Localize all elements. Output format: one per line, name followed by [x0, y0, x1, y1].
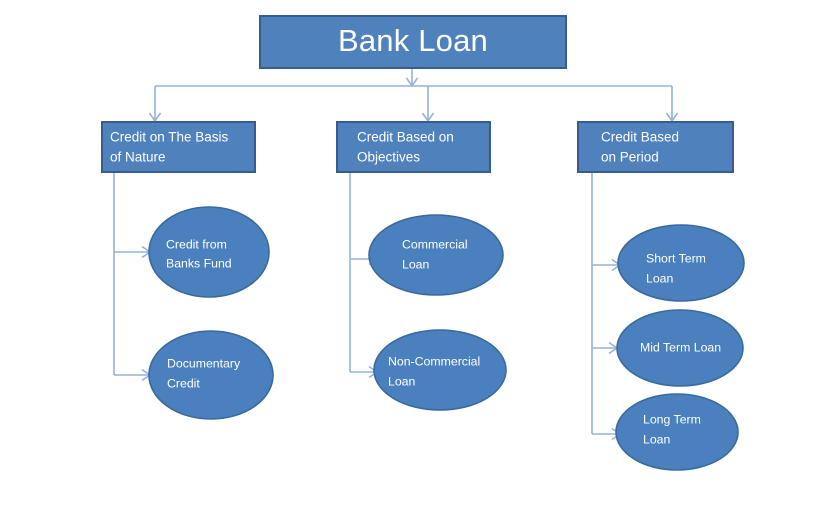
node-nature-label-line1: Credit on The Basis	[110, 130, 229, 145]
connector-group-nature	[113, 172, 152, 382]
node-non-commercial-loan[interactable]: Non-Commercial Loan	[373, 329, 507, 411]
node-commercial-loan[interactable]: Commercial Loan	[368, 214, 504, 296]
node-non-commercial-loan-label-line2: Loan	[388, 374, 416, 388]
node-commercial-loan-shape[interactable]	[368, 214, 504, 296]
node-mid-term-loan-label-line1: Mid Term Loan	[640, 340, 721, 354]
node-credit-on-the-basis-of-nature[interactable]: Credit on The Basis of Nature	[101, 121, 256, 173]
node-documentary-credit[interactable]: Documentary Credit	[148, 330, 274, 420]
node-long-term-loan-label-line2: Loan	[643, 432, 671, 446]
node-documentary-credit-shape[interactable]	[148, 330, 274, 420]
node-mid-term-loan-shape[interactable]	[616, 309, 744, 387]
node-banks-fund-shape[interactable]	[148, 206, 270, 298]
node-short-term-loan-label-line1: Short Term	[646, 251, 706, 265]
node-period-shape[interactable]	[577, 121, 734, 173]
node-period-label-line1: Credit Based	[601, 130, 679, 145]
node-objectives-label-line2: Objectives	[357, 150, 420, 165]
connector-group-root	[148, 68, 679, 123]
node-long-term-loan-label-line1: Long Term	[643, 412, 701, 426]
node-credit-from-banks-fund[interactable]: Credit from Banks Fund	[148, 206, 270, 298]
node-mid-term-loan[interactable]: Mid Term Loan	[616, 309, 744, 387]
node-banks-fund-label-line2: Banks Fund	[166, 256, 232, 270]
node-long-term-loan[interactable]: Long Term Loan	[615, 393, 739, 471]
node-short-term-loan-label-line2: Loan	[646, 271, 674, 285]
node-credit-based-on-objectives[interactable]: Credit Based on Objectives	[336, 121, 491, 173]
node-bank-loan[interactable]: Bank Loan	[259, 15, 567, 69]
node-bank-loan-label: Bank Loan	[338, 23, 488, 58]
node-commercial-loan-label-line2: Loan	[402, 257, 430, 271]
connector-group-period	[591, 172, 622, 441]
node-non-commercial-loan-shape[interactable]	[373, 329, 507, 411]
node-commercial-loan-label-line1: Commercial	[402, 237, 468, 251]
node-banks-fund-label-line1: Credit from	[166, 237, 227, 251]
node-objectives-shape[interactable]	[336, 121, 491, 173]
node-objectives-label-line1: Credit Based on	[357, 130, 454, 145]
node-short-term-loan[interactable]: Short Term Loan	[617, 224, 745, 302]
node-nature-label-line2: of Nature	[110, 150, 166, 165]
node-short-term-loan-shape[interactable]	[617, 224, 745, 302]
node-documentary-credit-label-line2: Credit	[167, 376, 200, 390]
node-bank-loan-shape[interactable]	[259, 15, 567, 69]
node-period-label-line2: on Period	[601, 150, 659, 165]
node-nature-shape[interactable]	[101, 121, 256, 173]
node-credit-based-on-period[interactable]: Credit Based on Period	[577, 121, 734, 173]
node-long-term-loan-shape[interactable]	[615, 393, 739, 471]
node-non-commercial-loan-label-line1: Non-Commercial	[388, 354, 480, 368]
node-documentary-credit-label-line1: Documentary	[167, 356, 241, 370]
connector-group-objectives	[349, 172, 379, 379]
